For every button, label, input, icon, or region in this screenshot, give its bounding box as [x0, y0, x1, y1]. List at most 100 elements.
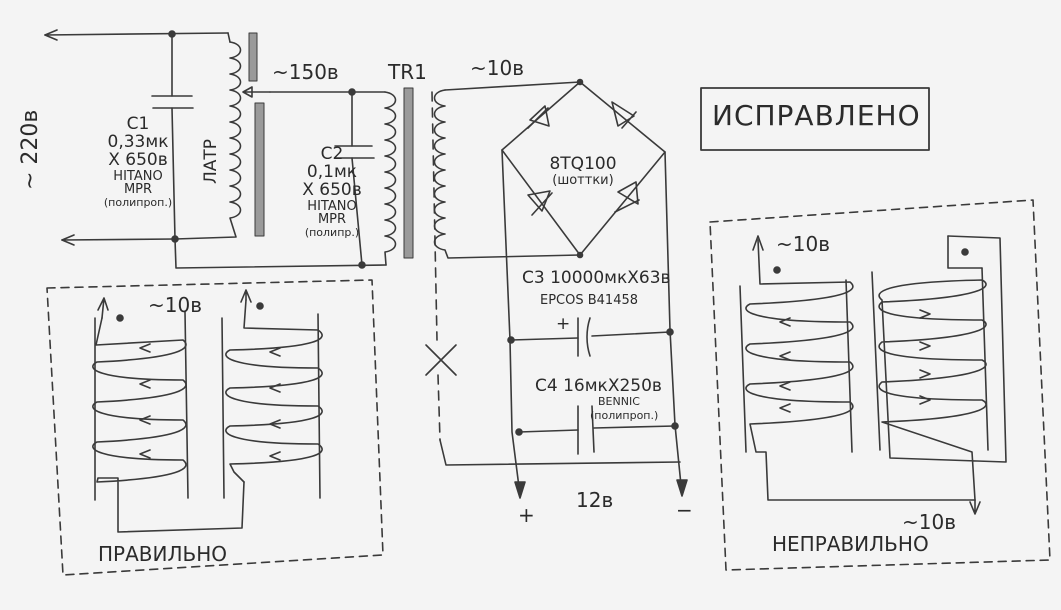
wrong-start-box: [947, 235, 983, 269]
wrong-caption: НЕПРАВИЛЬНО: [772, 532, 929, 556]
filter-caps: [507, 317, 679, 455]
start-dot: [961, 248, 969, 256]
direction-arrow: [919, 309, 931, 405]
input-terminal-bottom: [61, 234, 75, 246]
c2-brand: HITANO: [307, 198, 357, 214]
c1-voltage: Х 650в: [108, 149, 168, 170]
c2-name: С2: [320, 144, 344, 164]
c4-maker: BENNIC: [598, 395, 640, 408]
latr-core: [248, 32, 258, 82]
input-wire-top: [44, 32, 229, 36]
c2-label: С2 0,1мк Х 650в HITANO MPR (полипр.): [282, 144, 382, 239]
dc-rail-minus: [664, 151, 683, 496]
latr-core: [254, 102, 265, 237]
lead-arrow: [969, 499, 981, 515]
dc-rail-plus: [501, 149, 521, 496]
return-wire: [174, 238, 387, 269]
start-dot: [116, 314, 124, 322]
winding: [745, 239, 976, 501]
c3-wire: [510, 331, 671, 341]
bobbin: [871, 267, 989, 451]
diode-bridge: [501, 78, 688, 499]
c3-plates: [577, 317, 591, 357]
c2-model: MPR: [317, 212, 347, 228]
input-wire-bottom: [61, 238, 176, 241]
diode: [527, 105, 550, 129]
correct-voltage-label: ~10в: [148, 293, 202, 317]
tr1-primary-coil: [384, 91, 397, 266]
diode: [527, 190, 553, 216]
direction-arrow: [779, 317, 791, 413]
c2-value: 0,1мк: [306, 161, 358, 182]
c1-brand: HITANO: [113, 168, 163, 184]
winding: [878, 235, 1007, 501]
c3-label: С3 10000мкХ63в: [522, 268, 671, 288]
dashed-frame: [46, 279, 384, 576]
tr1-label: TR1: [388, 60, 427, 84]
stamp-text: ИСПРАВЛЕНО: [712, 99, 921, 132]
bridge-diode: 8TQ100: [549, 154, 617, 174]
input-terminal-top: [44, 29, 58, 41]
wrong-winding-diagram: [709, 199, 1051, 571]
output-arrow-plus: [514, 481, 526, 499]
output-minus-label: −: [676, 498, 693, 522]
ground-wire: [439, 439, 681, 466]
lead-arrow: [97, 297, 109, 319]
c3-plus: +: [556, 314, 571, 334]
tr1-circuit: [334, 81, 681, 466]
start-dot: [256, 302, 264, 310]
c2-wire: [351, 91, 363, 266]
c1-value: 0,33мк: [107, 131, 169, 152]
latr-wire-top: [227, 32, 231, 43]
lead-arrow: [240, 289, 252, 303]
dashed-frame: [709, 199, 1051, 571]
c2-plates: [334, 145, 375, 159]
output-voltage-label: 12в: [576, 488, 614, 512]
winding: [92, 317, 245, 533]
tr1-core: [403, 87, 414, 259]
c3-maker: EPCOS B41458: [540, 293, 639, 308]
c4-plates: [577, 405, 595, 455]
correct-caption: ПРАВИЛЬНО: [98, 542, 228, 566]
latr-output-label: ~150в: [272, 60, 339, 84]
diode: [614, 181, 640, 213]
wrong-voltage-top-label: ~10в: [776, 232, 830, 256]
latr-label: ЛАТР: [201, 138, 221, 184]
tr1-secondary-wire: [444, 81, 581, 91]
latr-coil: [174, 41, 242, 240]
bobbin: [739, 279, 853, 453]
bridge-label: 8TQ100 (шоттки): [538, 154, 628, 188]
c1-name: С1: [126, 114, 150, 134]
direction-arrow: [139, 343, 151, 459]
diode: [611, 101, 637, 129]
c4-wire: [518, 425, 676, 433]
correct-winding-diagram: [46, 279, 384, 576]
tr1-secondary-label: ~10в: [470, 56, 524, 80]
stamp-frame: [700, 87, 930, 151]
lead-arrow: [752, 235, 764, 251]
c1-plates: [151, 95, 194, 109]
c2-type: (полипр.): [304, 225, 360, 239]
c1-model: MPR: [123, 182, 153, 198]
output-arrow-minus: [676, 479, 688, 497]
wrong-voltage-bottom-label: ~10в: [902, 510, 956, 534]
latr-wiper: [242, 86, 271, 98]
junction-dot: [576, 251, 584, 259]
c4-label: С4 16мкХ250в: [535, 376, 662, 396]
cross-mark: [425, 344, 457, 376]
direction-arrow: [269, 347, 281, 461]
c4-type: (полипроп.): [590, 409, 659, 422]
c1-type: (полипроп.): [103, 195, 173, 209]
c1-wire: [171, 33, 176, 240]
bridge-type: (шоттки): [552, 172, 614, 188]
c1-label: С1 0,33мк Х 650в HITANO MPR (полипроп.): [88, 114, 188, 209]
junction-dot: [576, 78, 584, 86]
c2-voltage: Х 650в: [302, 179, 362, 200]
input-voltage-label: ~ 220в: [18, 109, 43, 190]
start-dot: [773, 266, 781, 274]
shield-dashed-line: [431, 91, 441, 441]
input-circuit: [44, 29, 387, 269]
output-plus-label: +: [518, 503, 535, 527]
